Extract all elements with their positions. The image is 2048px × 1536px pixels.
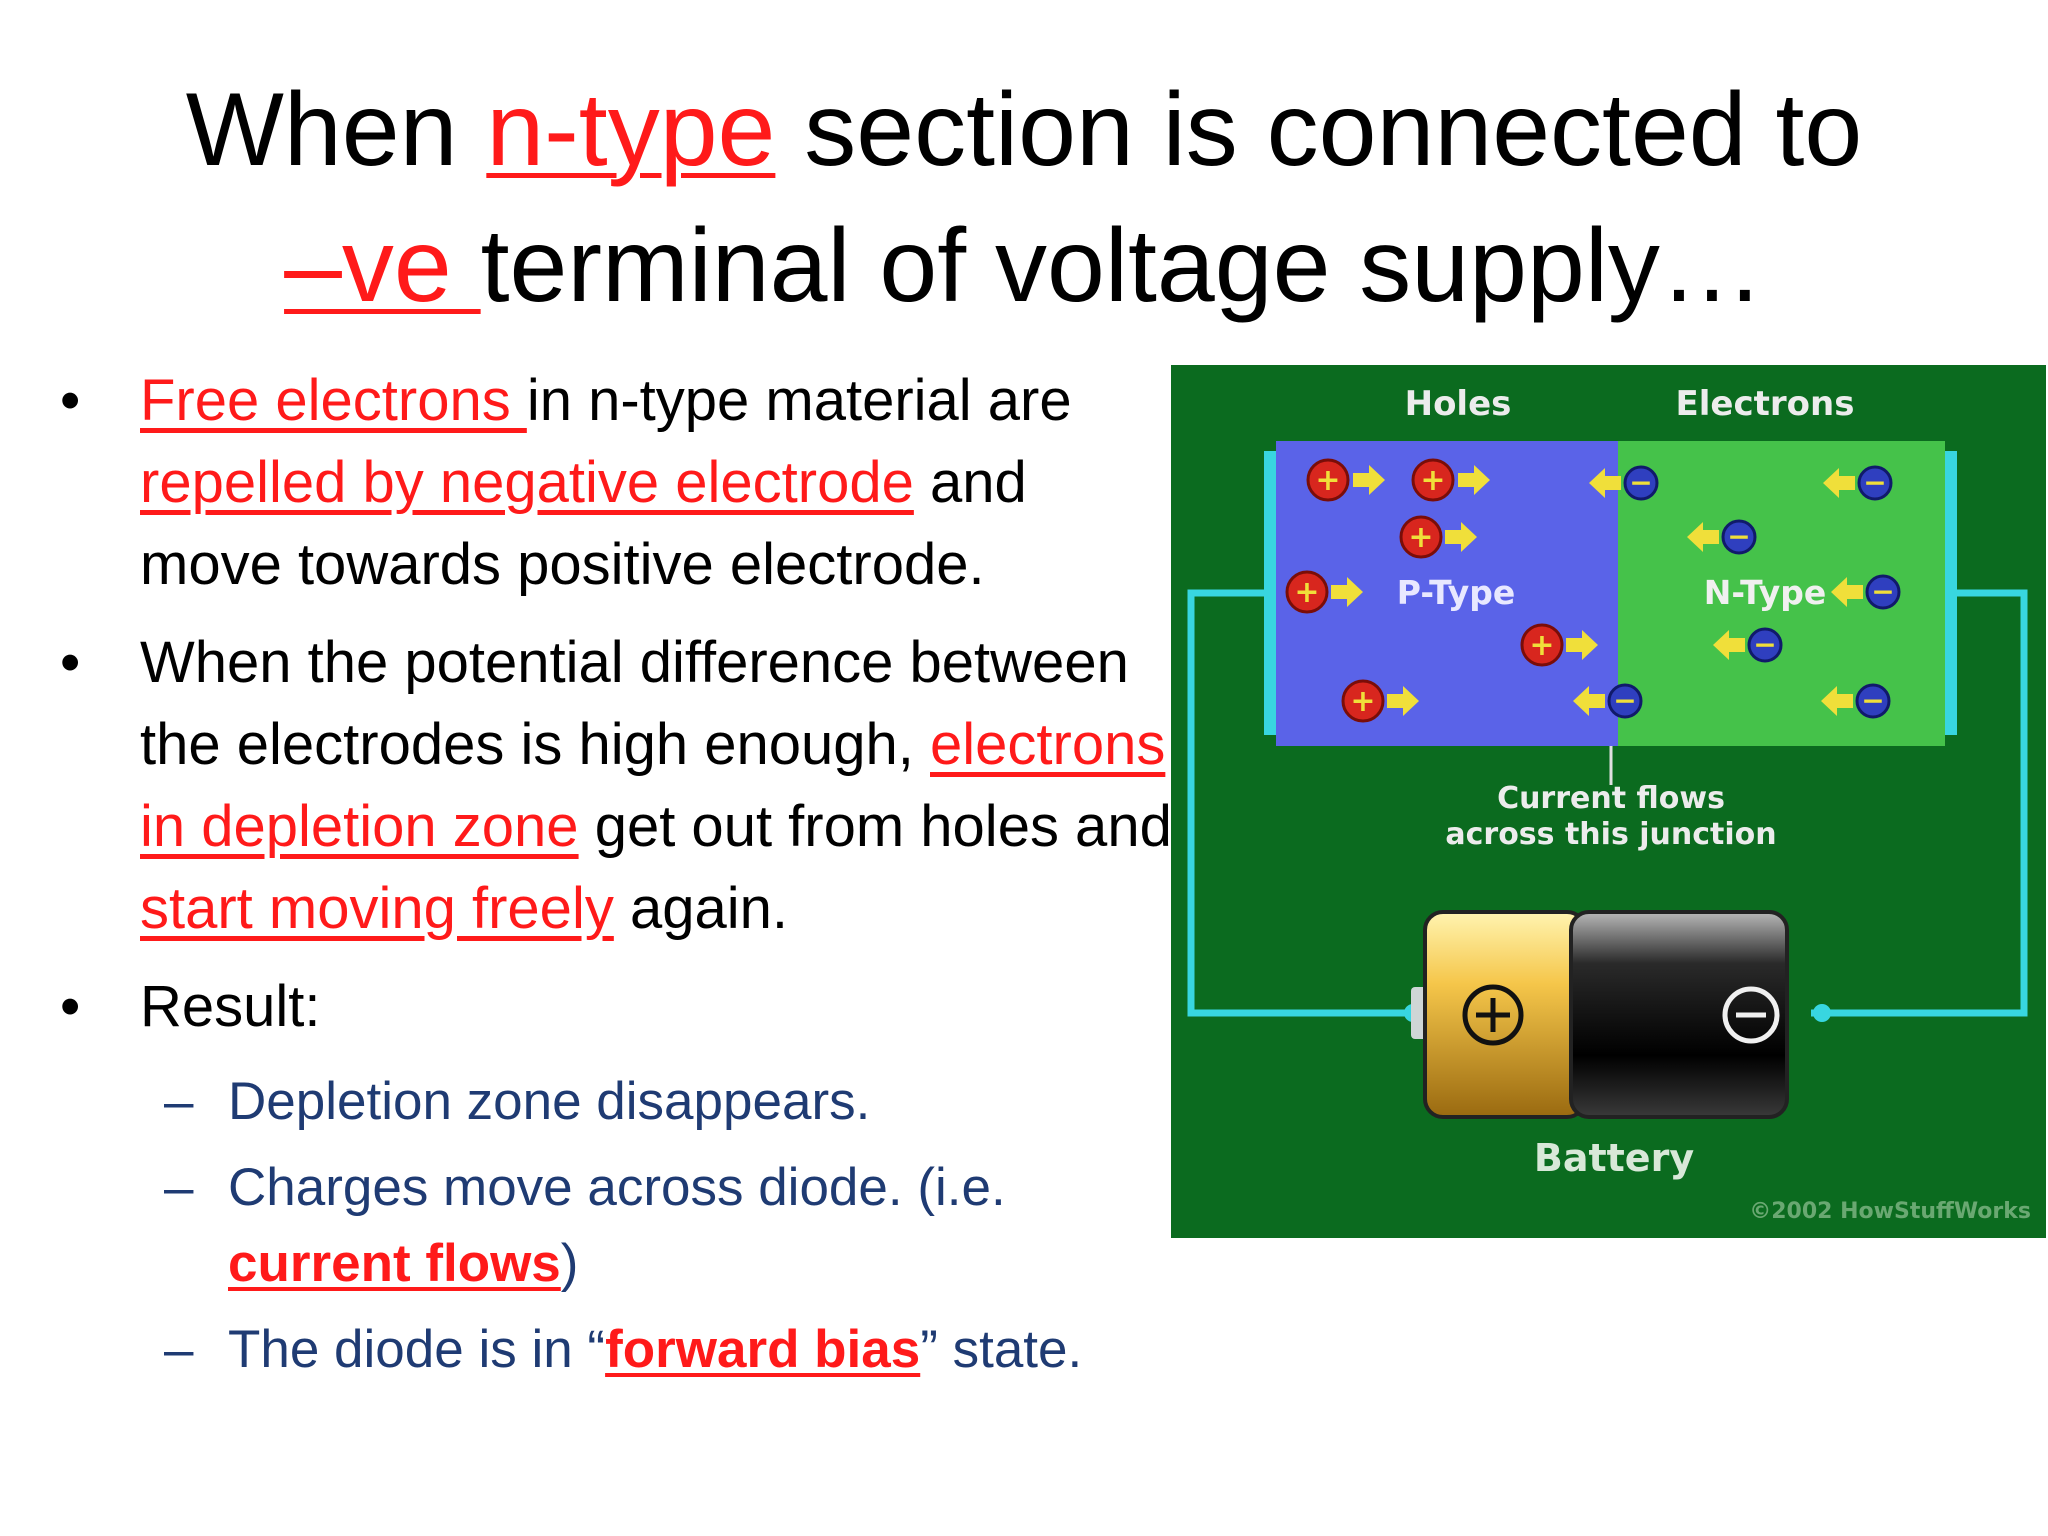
highlight-text: electrons in depletion zone bbox=[140, 712, 1166, 859]
bullet-dot: • bbox=[60, 630, 81, 695]
sub-bullet-dash: – bbox=[164, 1320, 194, 1379]
svg-text:−: − bbox=[1863, 466, 1886, 499]
svg-text:−: − bbox=[1753, 628, 1776, 661]
svg-text:−: − bbox=[1613, 684, 1636, 717]
svg-text:−: − bbox=[1871, 575, 1894, 608]
right-wire bbox=[1811, 589, 2028, 1017]
sub-bullet-item: – The diode is in “forward bias” state. bbox=[56, 1312, 1176, 1388]
electron-minus-icon: − bbox=[1607, 683, 1643, 719]
bullet-dot: • bbox=[60, 974, 81, 1039]
electron-minus-icon: − bbox=[1865, 574, 1901, 610]
minus-terminal-icon bbox=[1722, 986, 1780, 1044]
highlight-text: Free electrons bbox=[140, 368, 527, 433]
bullet-dot: • bbox=[60, 368, 81, 433]
right-electrode bbox=[1945, 451, 1957, 735]
sub-bullet-item: – Depletion zone disappears. bbox=[56, 1064, 1176, 1140]
svg-text:+: + bbox=[1315, 463, 1340, 498]
electron-minus-icon: − bbox=[1747, 627, 1783, 663]
sub-bullet-dash: – bbox=[164, 1072, 194, 1131]
sub-bullet-dash: – bbox=[164, 1158, 194, 1217]
title-highlight-n-type: n-type bbox=[486, 72, 776, 188]
svg-text:+: + bbox=[1294, 575, 1319, 610]
electron-minus-icon: − bbox=[1623, 465, 1659, 501]
battery-body bbox=[1569, 910, 1789, 1119]
highlight-text: start moving freely bbox=[140, 876, 614, 941]
forward-bias-diagram: Holes Electrons + + bbox=[1171, 365, 2046, 1238]
bullet-item: • Result: bbox=[56, 966, 1176, 1048]
bullet-item: • When the potential difference between … bbox=[56, 622, 1176, 950]
hole-plus-icon: + bbox=[1285, 570, 1329, 614]
svg-text:−: − bbox=[1861, 684, 1884, 717]
title-line-1: When n-type section is connected to bbox=[185, 72, 1863, 188]
battery-icon bbox=[1411, 910, 1789, 1119]
highlight-text: forward bias bbox=[605, 1320, 921, 1379]
hole-plus-icon: + bbox=[1520, 623, 1564, 667]
svg-text:+: + bbox=[1408, 520, 1433, 555]
electron-minus-icon: − bbox=[1857, 465, 1893, 501]
sub-bullet-item: – Charges move across diode. (i.e. curre… bbox=[56, 1150, 1176, 1302]
right-terminal-dot bbox=[1813, 1004, 1831, 1022]
p-type-label: P-Type bbox=[1397, 573, 1516, 612]
hole-plus-icon: + bbox=[1399, 515, 1443, 559]
highlight-text: repelled by negative electrode bbox=[140, 450, 914, 515]
svg-text:+: + bbox=[1350, 684, 1375, 719]
n-type-label: N-Type bbox=[1704, 573, 1827, 612]
diagram-canvas: Holes Electrons + + bbox=[1171, 365, 2046, 1238]
svg-text:+: + bbox=[1420, 463, 1445, 498]
hole-plus-icon: + bbox=[1341, 679, 1385, 723]
highlight-text: current flows bbox=[228, 1234, 561, 1293]
current-flows-label: Current flows bbox=[1497, 781, 1725, 816]
svg-text:+: + bbox=[1529, 628, 1554, 663]
title-highlight-negative: –ve bbox=[284, 208, 481, 324]
electrons-label: Electrons bbox=[1676, 384, 1855, 424]
left-wire bbox=[1187, 589, 1423, 1017]
hole-particles: + + + + + + bbox=[1285, 458, 1564, 723]
slide-title: When n-type section is connected to –ve … bbox=[0, 62, 2048, 334]
plus-terminal-icon bbox=[1462, 984, 1524, 1046]
holes-label: Holes bbox=[1405, 384, 1512, 424]
junction-label: across this junction bbox=[1445, 817, 1776, 852]
electron-minus-icon: − bbox=[1855, 683, 1891, 719]
hole-plus-icon: + bbox=[1411, 458, 1455, 502]
left-electrode bbox=[1264, 451, 1276, 735]
hole-plus-icon: + bbox=[1306, 458, 1350, 502]
svg-text:−: − bbox=[1727, 520, 1750, 553]
bullet-list: • Free electrons in n-type material are … bbox=[56, 360, 1176, 1398]
electron-particles: − − − − − − − bbox=[1607, 465, 1901, 719]
electron-minus-icon: − bbox=[1721, 519, 1757, 555]
title-line-2: –ve terminal of voltage supply… bbox=[284, 208, 1764, 324]
battery-label: Battery bbox=[1534, 1136, 1694, 1180]
svg-text:−: − bbox=[1629, 466, 1652, 499]
bullet-item: • Free electrons in n-type material are … bbox=[56, 360, 1176, 606]
copyright-label: ©2002 HowStuffWorks bbox=[1749, 1199, 2031, 1224]
